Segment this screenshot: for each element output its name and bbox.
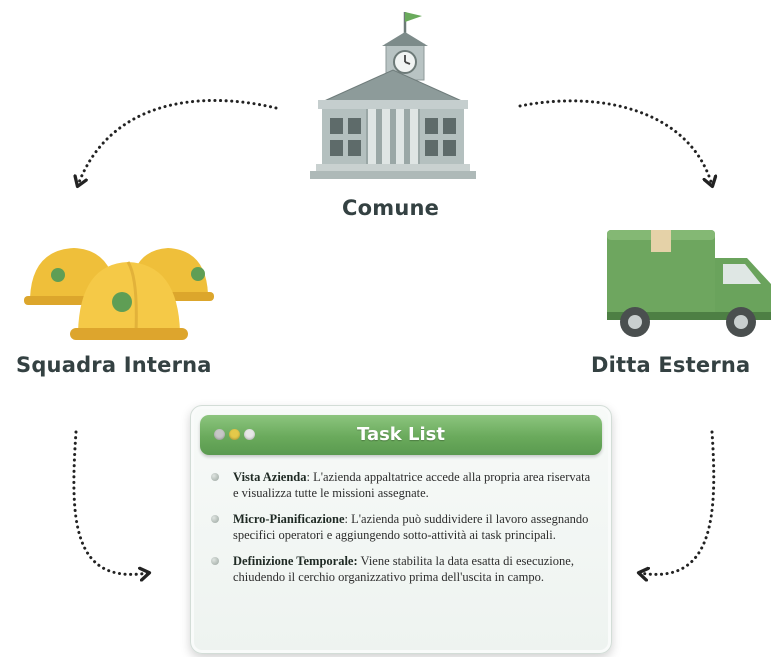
- squadra-interna-label: Squadra Interna: [16, 353, 212, 377]
- window-dot-light: [244, 429, 255, 440]
- task-item-separator: :: [306, 470, 314, 484]
- task-list-title: Task List: [356, 424, 445, 445]
- arrow-comune-to-squadra: [78, 99, 278, 185]
- task-item-text: Viene stabilita la data esatta di esecuz…: [233, 554, 574, 584]
- window-dot-grey: [214, 429, 225, 440]
- task-item-separator: :: [344, 512, 352, 526]
- bullet-icon: [211, 515, 219, 523]
- arrow-ditta-to-tasklist: [640, 430, 716, 574]
- task-item-text: L'azienda può suddividere il lavoro asse…: [233, 512, 589, 542]
- task-list-header: Task List: [200, 415, 602, 455]
- town-hall-icon: [308, 6, 478, 186]
- task-item-micro-pianificazione: Micro-Pianificazione: L'azienda può sudd…: [211, 511, 596, 543]
- comune-label: Comune: [342, 196, 440, 220]
- ditta-esterna-label: Ditta Esterna: [591, 353, 751, 377]
- bullet-icon: [211, 557, 219, 565]
- task-list-card: Task List Vista Azienda: L'azienda appal…: [190, 405, 612, 654]
- task-item-definizione-temporale: Definizione Temporale: Viene stabilita l…: [211, 553, 596, 585]
- task-item-title: Micro-Pianificazione: [233, 512, 345, 526]
- hard-hats-icon: [18, 228, 218, 348]
- task-item-title: Vista Azienda: [233, 470, 307, 484]
- task-item-text: L'azienda appaltatrice accede alla propr…: [233, 470, 591, 500]
- arrow-squadra-to-tasklist: [72, 430, 148, 574]
- task-item-vista-azienda: Vista Azienda: L'azienda appaltatrice ac…: [211, 469, 596, 501]
- task-item-title: Definizione Temporale:: [233, 554, 358, 568]
- bullet-icon: [211, 473, 219, 481]
- task-list: Vista Azienda: L'azienda appaltatrice ac…: [211, 469, 596, 595]
- arrow-comune-to-ditta: [518, 99, 712, 185]
- delivery-truck-icon: [605, 222, 773, 340]
- window-dot-yellow: [229, 429, 240, 440]
